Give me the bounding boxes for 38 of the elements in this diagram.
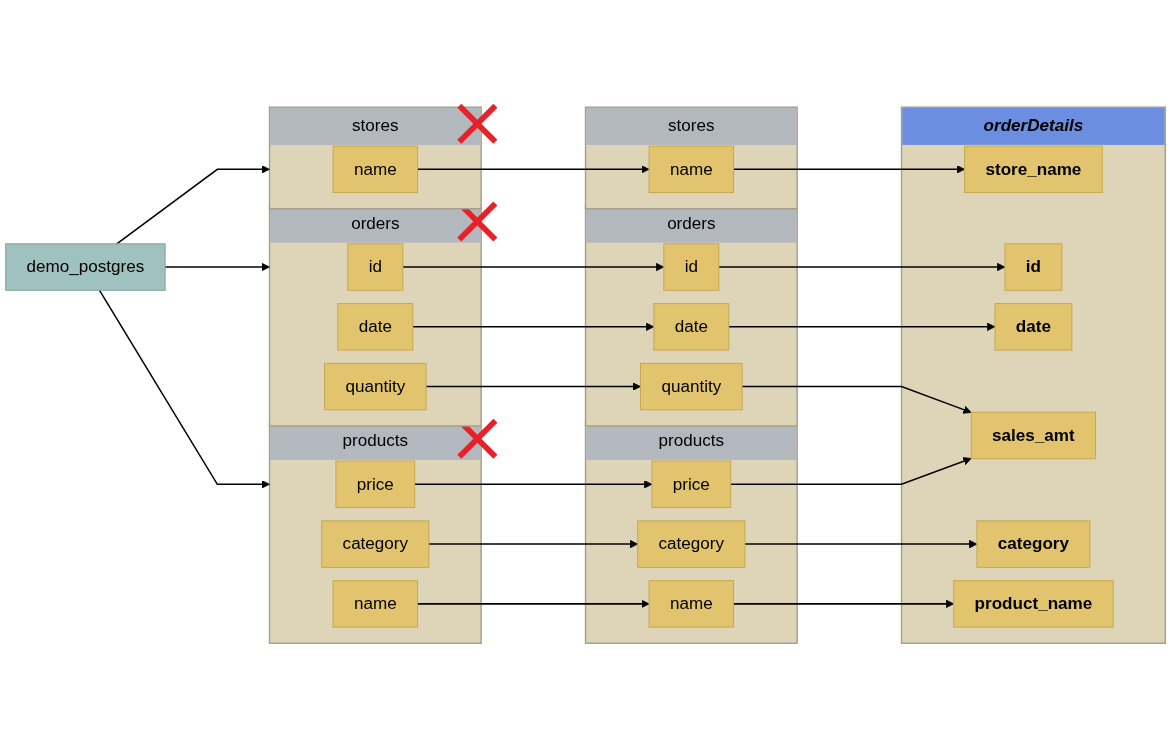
node-box: category (637, 520, 746, 568)
arrow (416, 599, 650, 609)
node-box: sales_amt (970, 411, 1097, 460)
arrow (164, 262, 270, 272)
node-box: name (648, 145, 735, 194)
node-box: id (347, 243, 404, 291)
arrow (744, 539, 978, 549)
node-box: product_name (953, 580, 1114, 628)
node-box: name (332, 145, 419, 194)
node-box: price (651, 460, 732, 509)
arrow (413, 480, 653, 489)
node-box: quantity (324, 362, 427, 411)
node-box: name (648, 580, 735, 628)
arrow (741, 385, 972, 414)
arrow (412, 322, 655, 331)
arrow (732, 165, 965, 174)
node-box: name (332, 580, 419, 628)
node-box: id (1004, 243, 1063, 291)
node-box: category (976, 520, 1091, 568)
arrow (402, 262, 665, 272)
arrow (732, 599, 955, 609)
arrow (116, 165, 270, 245)
node-box: quantity (640, 362, 743, 411)
node-box: price (335, 460, 416, 509)
node-box: date (653, 303, 730, 351)
node-box: category (321, 520, 430, 568)
arrow (728, 322, 996, 331)
arrow (718, 262, 1006, 272)
node-box: date (994, 303, 1073, 351)
node-box: demo_postgres (5, 243, 166, 291)
arrow (98, 289, 270, 489)
node-box: date (337, 303, 414, 351)
arrow (416, 165, 650, 174)
arrow (425, 382, 641, 391)
arrow (729, 457, 972, 486)
arrow (428, 539, 639, 549)
node-box: id (663, 243, 720, 291)
node-box: store_name (964, 145, 1103, 194)
